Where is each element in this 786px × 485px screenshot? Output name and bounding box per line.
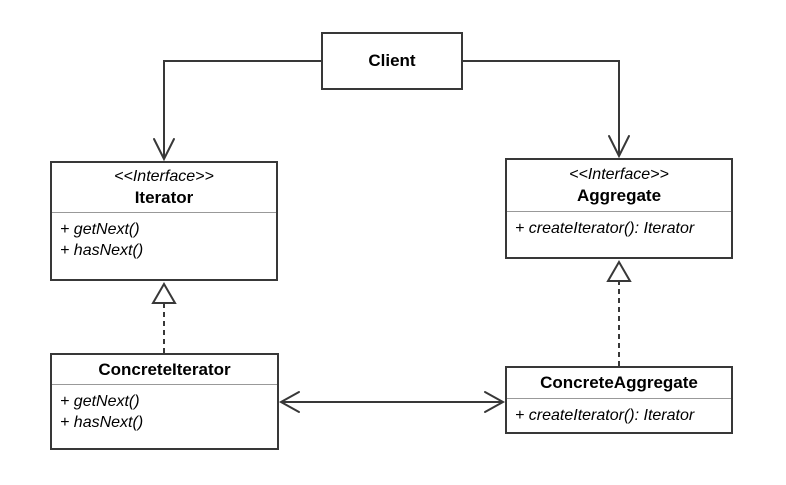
method-label: + createIterator(): Iterator xyxy=(515,220,695,237)
aggregate-realization-arrow xyxy=(606,260,632,366)
client-to-aggregate-line xyxy=(463,60,620,155)
open-arrowhead-icon xyxy=(484,391,506,413)
hollow-triangle-icon xyxy=(606,260,632,282)
class-concrete-iterator-header: ConcreteIterator xyxy=(52,355,277,385)
concrete-association-arrow xyxy=(278,391,506,413)
class-iterator-header: <<Interface>> Iterator xyxy=(52,163,276,213)
class-aggregate: <<Interface>> Aggregate + createIterator… xyxy=(505,158,733,259)
method-label: + hasNext() xyxy=(60,414,144,431)
class-iterator: <<Interface>> Iterator + getNext() + has… xyxy=(50,161,278,281)
stereotype-label: <<Interface>> xyxy=(114,168,214,185)
class-concrete-aggregate: ConcreteAggregate + createIterator(): It… xyxy=(505,366,733,434)
class-name: Client xyxy=(368,51,416,70)
open-arrowhead-icon xyxy=(608,135,630,159)
method-label: + hasNext() xyxy=(60,242,144,259)
hollow-triangle-icon xyxy=(151,282,177,304)
class-name: ConcreteIterator xyxy=(98,359,231,379)
class-concrete-iterator-methods: + getNext() + hasNext() xyxy=(52,385,277,433)
open-arrowhead-icon xyxy=(153,138,175,162)
class-aggregate-header: <<Interface>> Aggregate xyxy=(507,160,731,212)
client-to-iterator-line xyxy=(163,60,321,158)
class-name: Iterator xyxy=(134,188,194,207)
client-to-iterator-arrow xyxy=(153,60,321,162)
method-label: + getNext() xyxy=(60,393,140,410)
stereotype-label: <<Interface>> xyxy=(569,166,669,183)
open-arrowhead-icon xyxy=(278,391,300,413)
method-label: + createIterator(): Iterator xyxy=(515,407,695,424)
class-aggregate-methods: + createIterator(): Iterator xyxy=(507,212,731,239)
class-concrete-aggregate-header: ConcreteAggregate xyxy=(507,368,731,399)
iterator-realization-arrow xyxy=(151,282,177,353)
class-concrete-iterator: ConcreteIterator + getNext() + hasNext() xyxy=(50,353,279,450)
class-iterator-methods: + getNext() + hasNext() xyxy=(52,213,276,261)
class-name: Aggregate xyxy=(576,186,662,205)
class-concrete-aggregate-methods: + createIterator(): Iterator xyxy=(507,399,731,426)
class-name: ConcreteAggregate xyxy=(540,373,698,392)
method-label: + getNext() xyxy=(60,221,140,238)
client-to-aggregate-arrow xyxy=(463,60,630,159)
class-client: Client xyxy=(321,32,463,90)
class-client-header: Client xyxy=(323,34,461,88)
